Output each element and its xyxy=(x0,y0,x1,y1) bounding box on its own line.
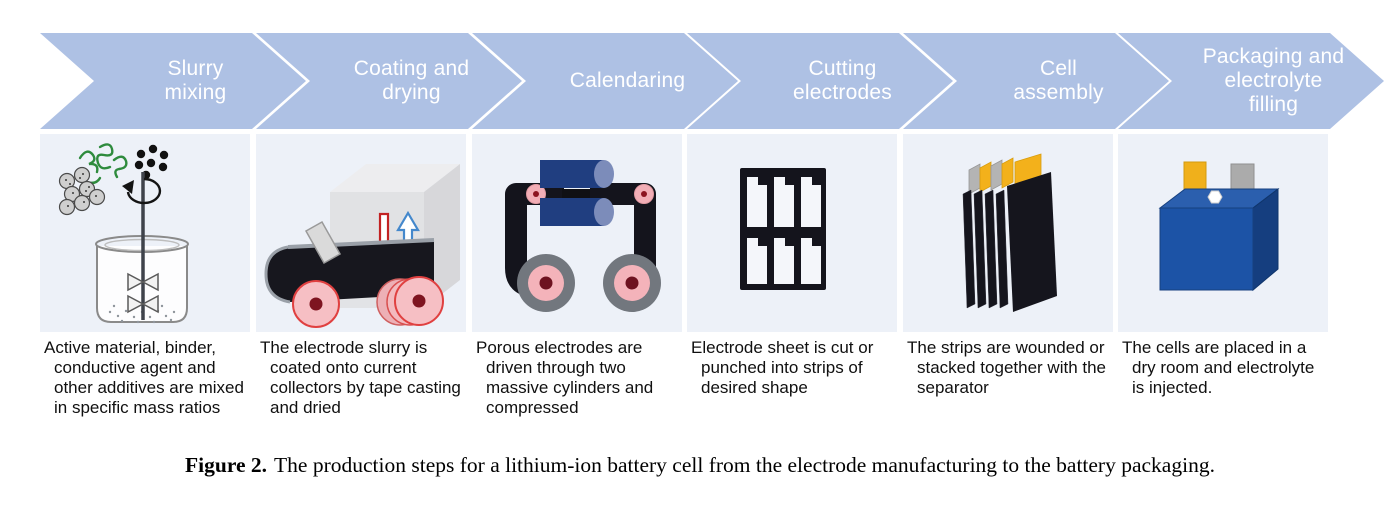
step-description: Porous electrodes are driven through two… xyxy=(476,338,654,417)
illustration-panel xyxy=(1118,134,1328,332)
calendaring-rollers-icon xyxy=(505,160,661,312)
step-label: Coating and drying xyxy=(353,57,470,104)
cell-assembly-stack-icon xyxy=(962,153,1057,312)
step-label: Calendaring xyxy=(569,69,686,92)
step-label: Packaging and electrolyte filling xyxy=(1202,45,1345,116)
figure-caption: Figure 2.The production steps for a lith… xyxy=(0,453,1400,478)
step-label: Slurry mixing xyxy=(164,57,227,104)
slurry-mixing-beaker-icon xyxy=(58,143,189,324)
step-description: Active material, binder, conductive agen… xyxy=(44,338,244,417)
coating-drying-conveyor-icon xyxy=(264,164,460,328)
step-label: Cell assembly xyxy=(1013,57,1104,104)
step-description: The electrode slurry is coated onto curr… xyxy=(260,338,461,417)
step-description: The strips are wounded or stacked togeth… xyxy=(907,338,1107,397)
figure-caption-text: The production steps for a lithium-ion b… xyxy=(274,453,1215,477)
step-description: The cells are placed in a dry room and e… xyxy=(1122,338,1315,397)
illustration-panel xyxy=(903,134,1113,332)
chevron-step-slurry-mixing: Slurry mixing xyxy=(40,33,306,129)
step-description: Electrode sheet is cut or punched into s… xyxy=(691,338,874,397)
figure-caption-label: Figure 2. xyxy=(185,453,268,477)
illustration-panel xyxy=(687,134,897,332)
illustration-panel xyxy=(40,134,250,332)
packaging-electrolyte-cell-icon xyxy=(1158,161,1280,292)
step-label: Cutting electrodes xyxy=(793,57,892,104)
illustration-panel xyxy=(472,134,682,332)
illustration-panel xyxy=(256,134,466,332)
chevron-step-packaging-filling: Packaging and electrolyte filling xyxy=(1118,33,1384,129)
cutting-electrode-sheet-icon xyxy=(740,168,826,290)
